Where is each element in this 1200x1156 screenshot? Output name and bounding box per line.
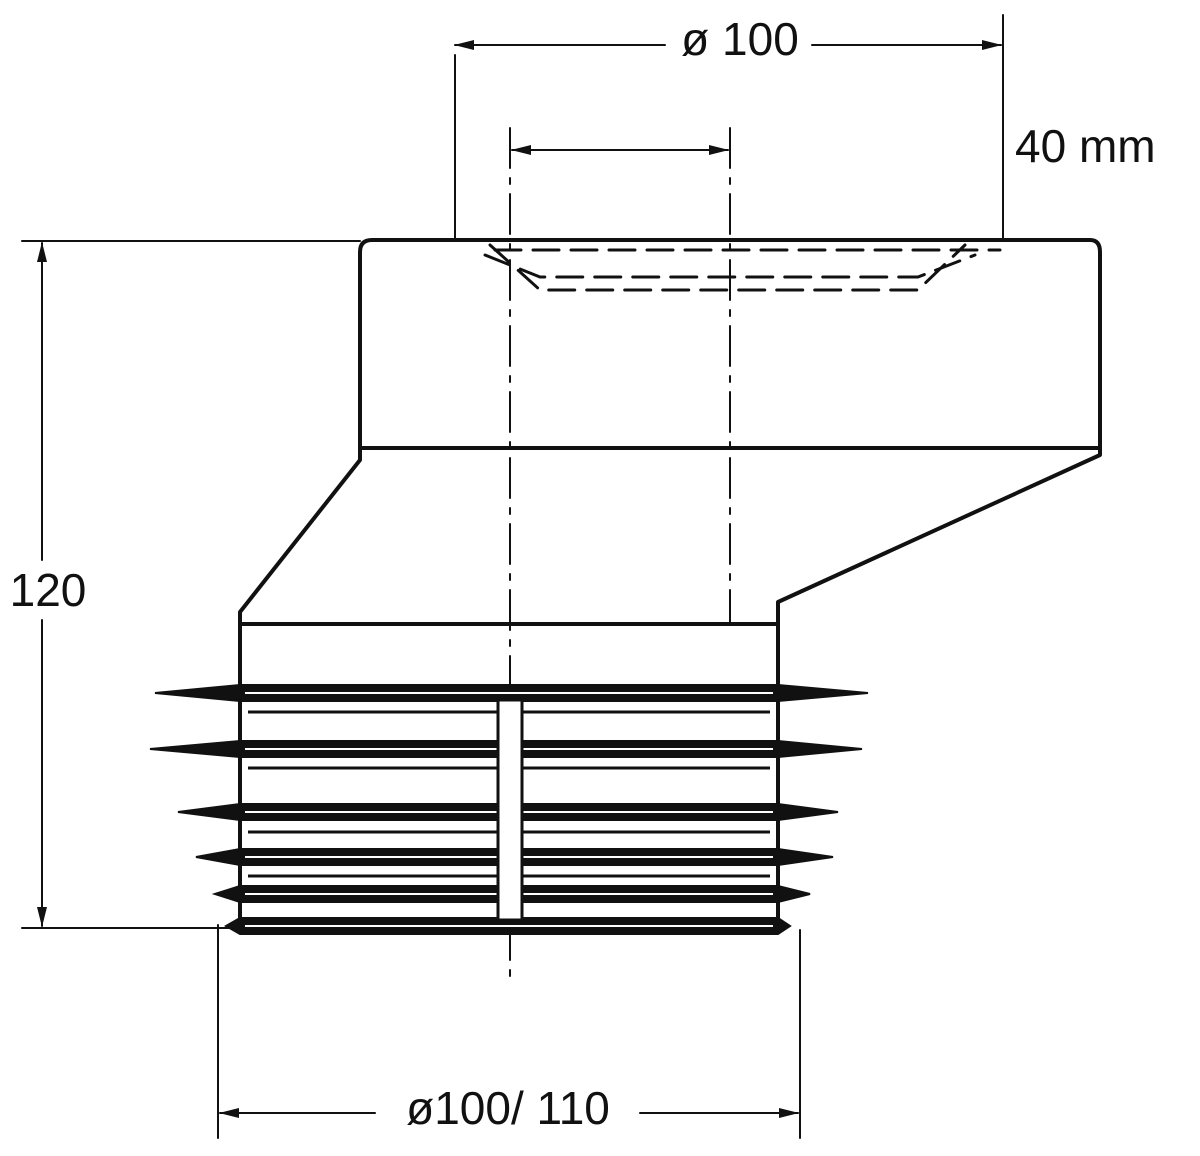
offset-dimension: 40 mm — [511, 120, 1156, 172]
bottom-diameter-label: ø100/ 110 — [406, 1082, 610, 1134]
hidden-seat-line-2 — [488, 243, 967, 292]
mould-seam-strip — [496, 698, 524, 922]
mould-seam — [496, 698, 524, 922]
height-dimension: 120 — [10, 240, 361, 929]
top-diameter-label: ø 100 — [681, 13, 799, 65]
offset-transition — [238, 446, 1102, 626]
top-diameter-dimension: ø 100 — [454, 13, 1004, 241]
offset-label: 40 mm — [1015, 120, 1156, 172]
sealing-lamellae — [149, 684, 869, 935]
bottom-diameter-dimension: ø100/ 110 — [217, 924, 801, 1139]
height-label: 120 — [10, 564, 87, 616]
connector-body — [238, 238, 1102, 928]
